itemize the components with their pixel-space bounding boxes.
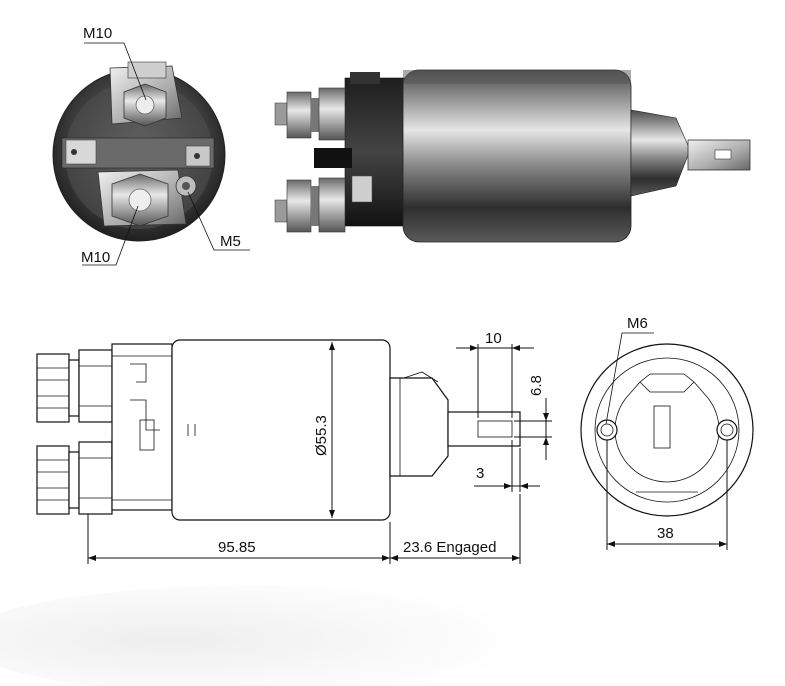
background-glow	[0, 585, 560, 686]
dim-plunger-slot: 3	[474, 440, 540, 492]
leader-m10-top	[84, 42, 147, 101]
label-hole-spacing: 38	[657, 525, 674, 542]
label-plunger-width: 10	[485, 330, 502, 347]
end-view-drawing	[580, 343, 754, 517]
label-m6: M6	[627, 315, 648, 332]
dim-hole-spacing: 38	[606, 440, 728, 550]
side-view-drawing	[36, 339, 521, 521]
label-diameter: Ø55.3	[313, 415, 330, 456]
label-m5: M5	[220, 233, 241, 250]
dim-plunger-width: 10	[456, 330, 534, 418]
label-engaged: 23.6 Engaged	[403, 539, 496, 556]
side-view-photo	[274, 69, 751, 243]
end-view-photo	[52, 61, 226, 242]
leader-m5	[187, 191, 250, 251]
dim-plunger-height: 6.8	[514, 375, 552, 460]
label-m10-top: M10	[83, 25, 112, 42]
label-m10-bottom: M10	[81, 249, 110, 266]
dim-length: 95.85 23.6 Engaged	[87, 494, 521, 564]
label-plunger-height: 6.8	[528, 375, 545, 396]
label-body-length: 95.85	[218, 539, 256, 556]
leader-m6	[605, 332, 654, 425]
leader-m10-bottom	[82, 205, 139, 266]
label-plunger-slot: 3	[476, 465, 484, 482]
dim-diameter: Ø55.3	[313, 342, 335, 518]
